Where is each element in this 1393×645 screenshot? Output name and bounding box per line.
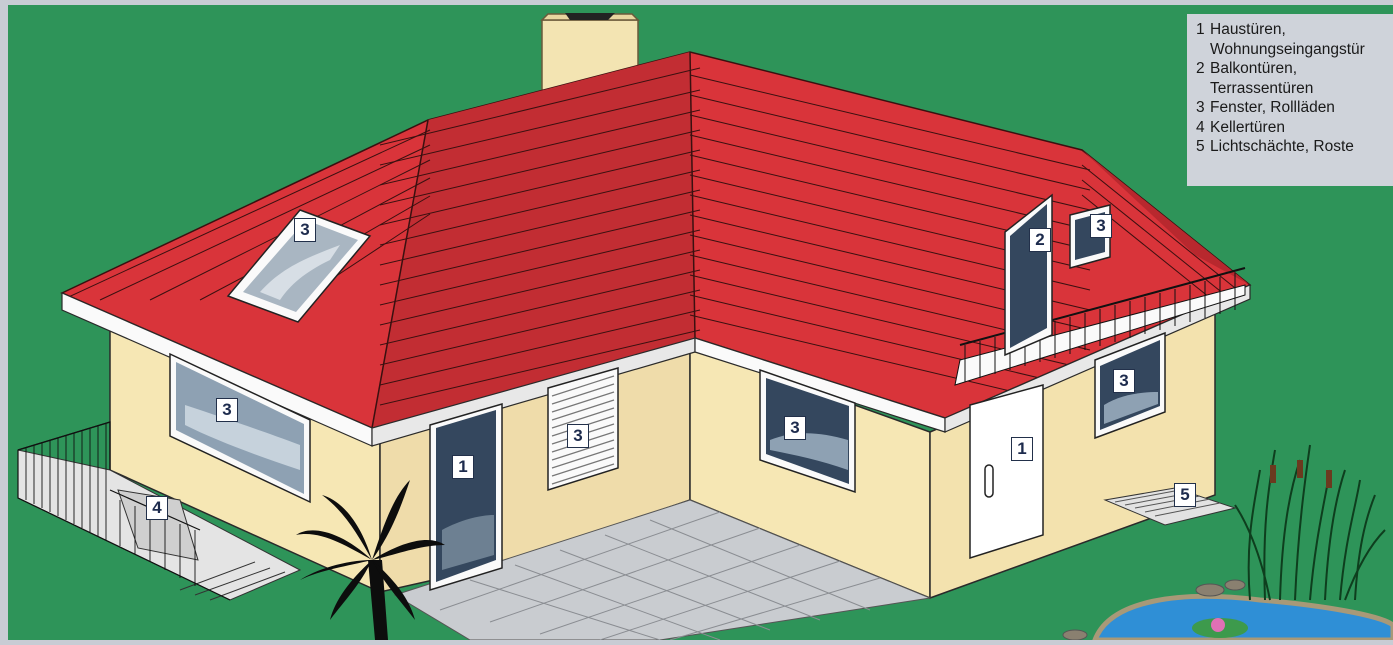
front-door [430,404,502,590]
legend-text-cont: Wohnungseingangstür [1196,40,1393,60]
legend-text-cont: Terrassentüren [1196,79,1393,99]
legend-number: 5 [1196,137,1210,157]
marker-front-door: 1 [452,455,474,479]
legend-number: 4 [1196,118,1210,138]
legend-text: Balkontüren, [1210,60,1297,77]
marker-shutter-window: 3 [567,424,589,448]
white-door [970,385,1043,558]
marker-white-door: 1 [1011,437,1033,461]
marker-skylight: 3 [294,218,316,242]
marker-balcony-door: 2 [1029,228,1051,252]
marker-gable-window: 3 [1090,214,1112,238]
legend-text: Kellertüren [1210,119,1285,136]
legend-number: 1 [1196,20,1210,40]
marker-center-window: 3 [784,416,806,440]
marker-right-window: 3 [1113,369,1135,393]
marker-light-shaft: 5 [1174,483,1196,507]
legend-number: 2 [1196,59,1210,79]
legend-text: Haustüren, [1210,21,1286,38]
legend-text: Lichtschächte, Roste [1210,138,1354,155]
marker-left-window: 3 [216,398,238,422]
marker-cellar-door: 4 [146,496,168,520]
legend-number: 3 [1196,98,1210,118]
legend-text: Fenster, Rollläden [1210,99,1335,116]
